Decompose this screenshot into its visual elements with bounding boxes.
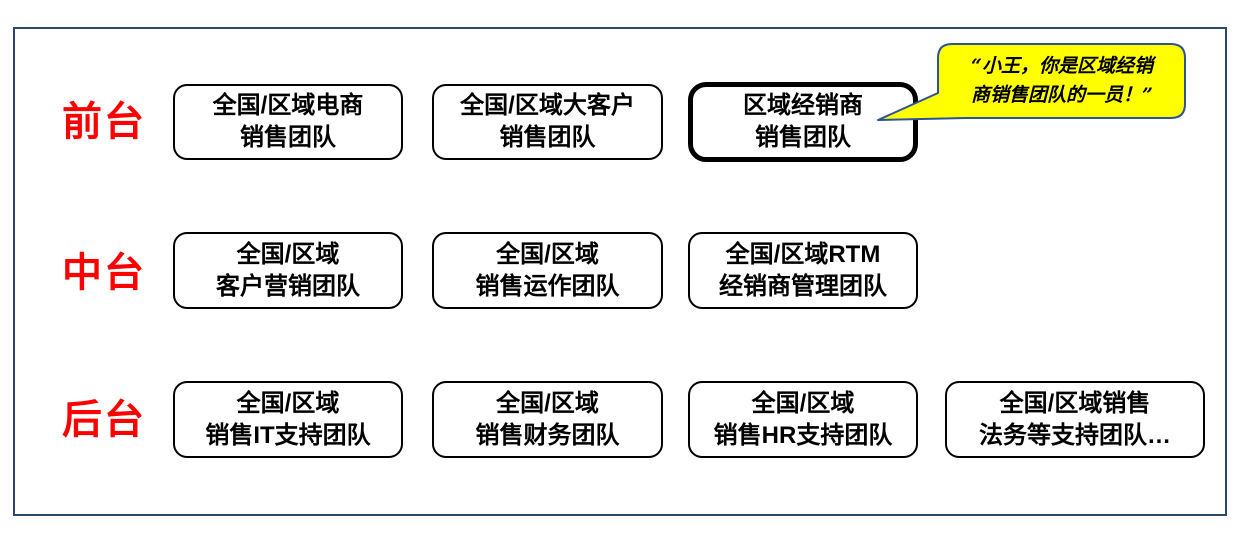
team-box-line: 全国/区域 (751, 389, 855, 417)
team-box-line: 全国/区域电商 (212, 92, 364, 119)
team-box-line: 销售团队 (240, 124, 336, 151)
team-box-line: 全国/区域 (236, 389, 340, 417)
team-box-line: 销售财务团队 (475, 421, 620, 449)
team-box-line: 全国/区域大客户 (460, 92, 635, 119)
row-label-middle-office: 中台 (62, 251, 146, 295)
team-box-line: 销售HR支持团队 (713, 421, 893, 449)
team-box-line: 全国/区域 (496, 240, 599, 268)
team-box-line: 销售IT支持团队 (205, 421, 371, 449)
team-box-sales-operations: 全国/区域 销售运作团队 (432, 232, 663, 309)
team-box-ecommerce-sales: 全国/区域电商 销售团队 (173, 84, 403, 160)
team-box-line: 经销商管理团队 (719, 272, 887, 300)
team-box-sales-finance: 全国/区域 销售财务团队 (432, 381, 663, 458)
team-box-regional-distributor-sales-highlighted: 区域经销商 销售团队 (688, 82, 918, 162)
team-box-line: 销售团队 (499, 124, 596, 151)
team-box-sales-legal-support: 全国/区域销售 法务等支持团队… (945, 381, 1205, 458)
team-box-line: 全国/区域RTM (725, 240, 881, 268)
team-box-line: 销售团队 (755, 124, 851, 151)
team-box-line: 全国/区域 (236, 240, 340, 268)
team-box-line: 全国/区域 (496, 389, 599, 417)
team-box-line: 全国/区域销售 (999, 389, 1151, 417)
team-box-customer-marketing: 全国/区域 客户营销团队 (173, 232, 403, 309)
team-box-sales-it-support: 全国/区域 销售IT支持团队 (173, 381, 403, 458)
team-box-key-account-sales: 全国/区域大客户 销售团队 (432, 84, 663, 160)
speech-bubble-icon (877, 43, 1186, 121)
speech-bubble-line: “小王，你是区域经销 (971, 55, 1153, 77)
team-box-line: 区域经销商 (743, 92, 863, 119)
outer-frame (13, 27, 1227, 516)
speech-bubble-text: “小王，你是区域经销 商销售团队的一员！” (948, 52, 1176, 110)
team-box-sales-hr-support: 全国/区域 销售HR支持团队 (688, 381, 918, 458)
team-box-rtm-distributor-management: 全国/区域RTM 经销商管理团队 (688, 232, 918, 309)
speech-bubble-shape (877, 43, 1186, 121)
row-label-front-office: 前台 (62, 100, 146, 144)
team-box-line: 法务等支持团队… (979, 421, 1171, 449)
team-box-line: 客户营销团队 (216, 272, 360, 300)
team-box-line: 销售运作团队 (475, 272, 620, 300)
row-label-back-office: 后台 (62, 398, 146, 442)
speech-bubble-line: 商销售团队的一员！” (971, 84, 1153, 106)
